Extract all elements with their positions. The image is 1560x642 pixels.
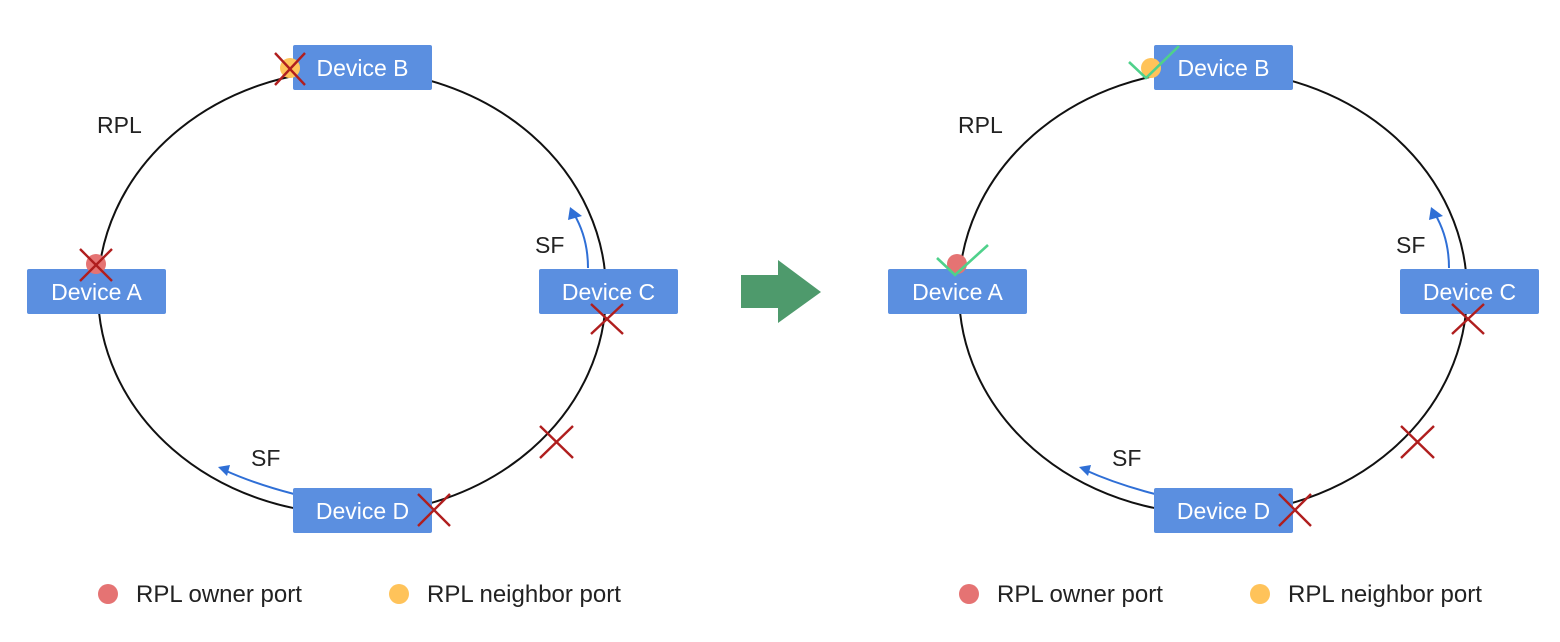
device-a-label: Device A <box>912 279 1003 305</box>
device-c: Device C <box>1400 269 1539 314</box>
ring-link <box>97 69 607 515</box>
legend-neighbor-label: RPL neighbor port <box>427 581 621 608</box>
rpl-label: RPL <box>97 112 142 138</box>
x-icon <box>79 248 113 282</box>
check-icon <box>1128 45 1180 80</box>
x-icon <box>1400 425 1435 459</box>
diagram-after: RPL SF SF Device B Device A Device C De <box>888 45 1539 608</box>
sf-arrow-d <box>218 465 295 495</box>
rpl-label: RPL <box>958 112 1003 138</box>
device-d-label: Device D <box>1177 498 1270 524</box>
x-icon <box>539 425 574 459</box>
device-b: Device B <box>1154 45 1293 90</box>
sf-label-c: SF <box>1396 232 1425 258</box>
device-d: Device D <box>1154 488 1293 533</box>
sf-arrow-c <box>568 207 589 269</box>
device-a-label: Device A <box>51 279 142 305</box>
sf-label-d: SF <box>251 445 280 471</box>
device-a: Device A <box>888 269 1027 314</box>
diagram-before: RPL SF SF Device B Device A Device C De <box>27 45 678 608</box>
check-icon <box>936 244 989 277</box>
device-c-label: Device C <box>562 279 655 305</box>
legend-owner-label: RPL owner port <box>136 581 302 608</box>
legend-owner-dot <box>959 584 979 604</box>
legend-neighbor-dot <box>389 584 409 604</box>
x-icon <box>590 303 624 335</box>
legend-neighbor-dot <box>1250 584 1270 604</box>
device-c-label: Device C <box>1423 279 1516 305</box>
device-d-label: Device D <box>316 498 409 524</box>
device-b-label: Device B <box>316 55 408 81</box>
device-b: Device B <box>293 45 432 90</box>
device-c: Device C <box>539 269 678 314</box>
device-b-label: Device B <box>1177 55 1269 81</box>
device-d: Device D <box>293 488 432 533</box>
ring-link <box>958 69 1468 515</box>
x-icon <box>1278 493 1312 527</box>
device-a: Device A <box>27 269 166 314</box>
x-icon <box>274 52 306 86</box>
sf-label-c: SF <box>535 232 564 258</box>
sf-arrow-c <box>1429 207 1450 269</box>
legend-owner-dot <box>98 584 118 604</box>
neighbor-port-dot <box>1141 58 1161 78</box>
right-arrow-icon <box>741 260 821 323</box>
sf-arrow-d <box>1079 465 1156 495</box>
x-icon <box>1451 303 1485 335</box>
legend-neighbor-label: RPL neighbor port <box>1288 581 1482 608</box>
sf-label-d: SF <box>1112 445 1141 471</box>
x-icon <box>417 493 451 527</box>
legend-owner-label: RPL owner port <box>997 581 1163 608</box>
